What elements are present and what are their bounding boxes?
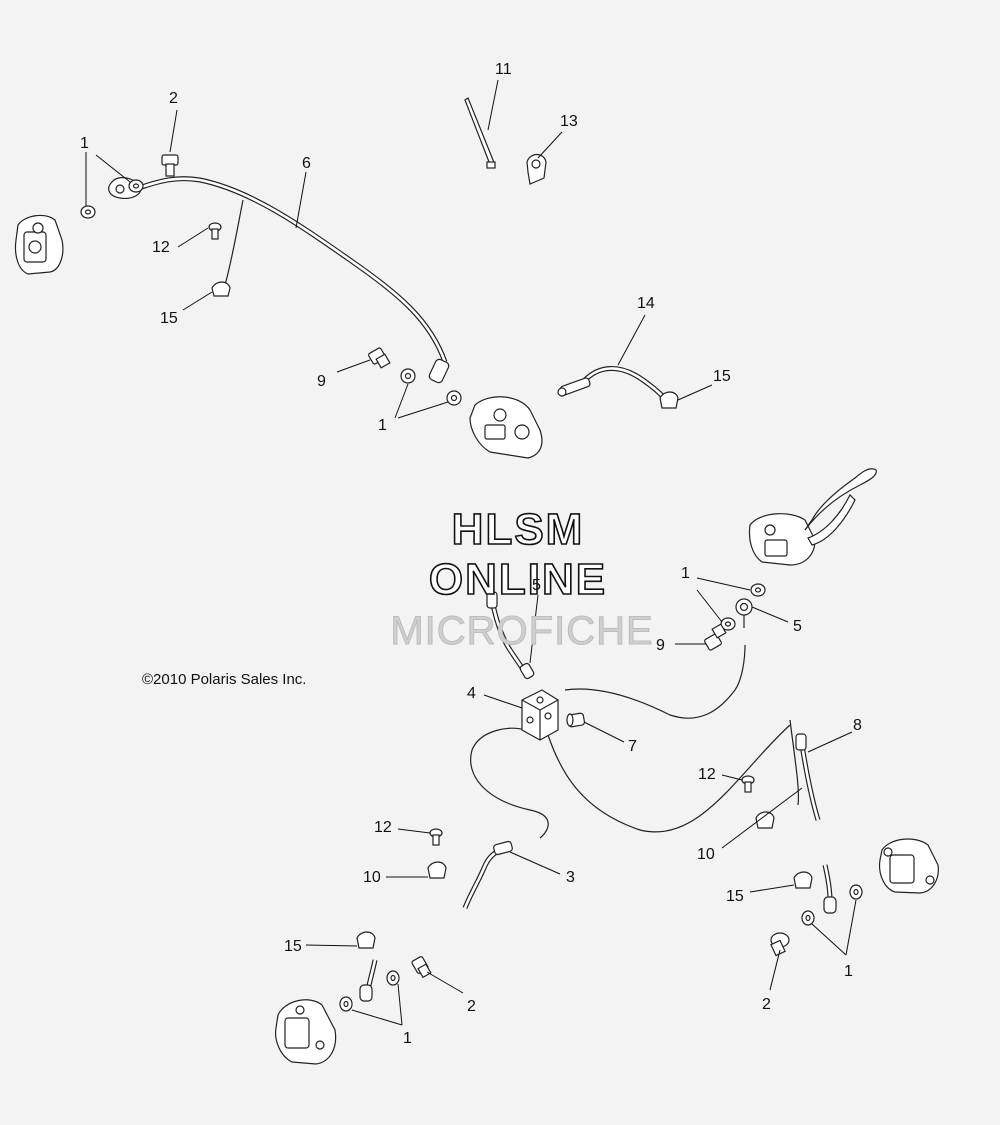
brake-line-5 (486, 591, 535, 680)
callout-label: 2 (762, 996, 771, 1013)
brake-line-3 (462, 840, 513, 909)
callout-label: 8 (853, 717, 862, 734)
clip-13 (526, 153, 547, 185)
banjo-fitting (735, 598, 753, 628)
callout-label: 11 (495, 61, 512, 78)
watermark: HLSM ONLINE MICROFICHE (390, 504, 653, 653)
callout-label: 10 (363, 869, 381, 886)
handlebar-master-cylinder (748, 468, 877, 566)
callout-label: 5 (793, 618, 802, 635)
rear-left-caliper (275, 999, 337, 1065)
callout-label: 15 (713, 368, 731, 385)
callout-label: 13 (560, 113, 578, 130)
callout-label: 14 (637, 295, 655, 312)
callout-label: 1 (844, 963, 853, 980)
callout-label: 4 (467, 685, 476, 702)
callout-label: 9 (656, 637, 665, 654)
callout-label: 2 (169, 90, 178, 107)
brake-line-rear-right (822, 864, 837, 914)
distribution-block (521, 689, 559, 741)
watermark-line3: MICROFICHE (390, 609, 653, 653)
callout-label: 5 (532, 577, 541, 594)
callout-label: 15 (160, 310, 178, 327)
watermark-line1: HLSM (452, 505, 585, 554)
fitting-7 (566, 712, 586, 728)
callout-label: 7 (628, 738, 637, 755)
callout-label: 1 (378, 417, 387, 434)
callout-label: 15 (726, 888, 744, 905)
callout-label: 15 (284, 938, 302, 955)
callout-label: 9 (317, 373, 326, 390)
brake-line-8 (795, 733, 821, 821)
rear-right-caliper (878, 838, 939, 894)
callout-label: 12 (152, 239, 170, 256)
callout-label: 1 (681, 565, 690, 582)
rear-master-cylinder (469, 396, 543, 459)
callout-label: 12 (698, 766, 716, 783)
front-left-caliper (14, 214, 64, 275)
callout-label: 3 (566, 869, 575, 886)
watermark-line2: ONLINE (429, 555, 607, 604)
copyright-text: ©2010 Polaris Sales Inc. (142, 671, 306, 688)
callout-label: 6 (302, 155, 311, 172)
callout-label: 10 (697, 846, 715, 863)
callout-labels: 1 2 6 11 13 12 15 14 15 9 1 5 1 5 9 4 7 … (80, 61, 862, 1047)
banjo-bolts (161, 154, 790, 979)
callout-label: 1 (80, 135, 89, 152)
callout-label: 1 (403, 1030, 412, 1047)
washer-parts (80, 179, 863, 1012)
clips (211, 281, 813, 949)
cable-tie (464, 97, 496, 169)
brake-line-rear-left (359, 959, 378, 1002)
callout-label: 12 (374, 819, 392, 836)
brake-line-routing (470, 644, 800, 839)
leader-lines (85, 79, 857, 1026)
brake-line-14 (557, 366, 672, 406)
callout-label: 2 (467, 998, 476, 1015)
brake-line-6 (108, 176, 450, 384)
